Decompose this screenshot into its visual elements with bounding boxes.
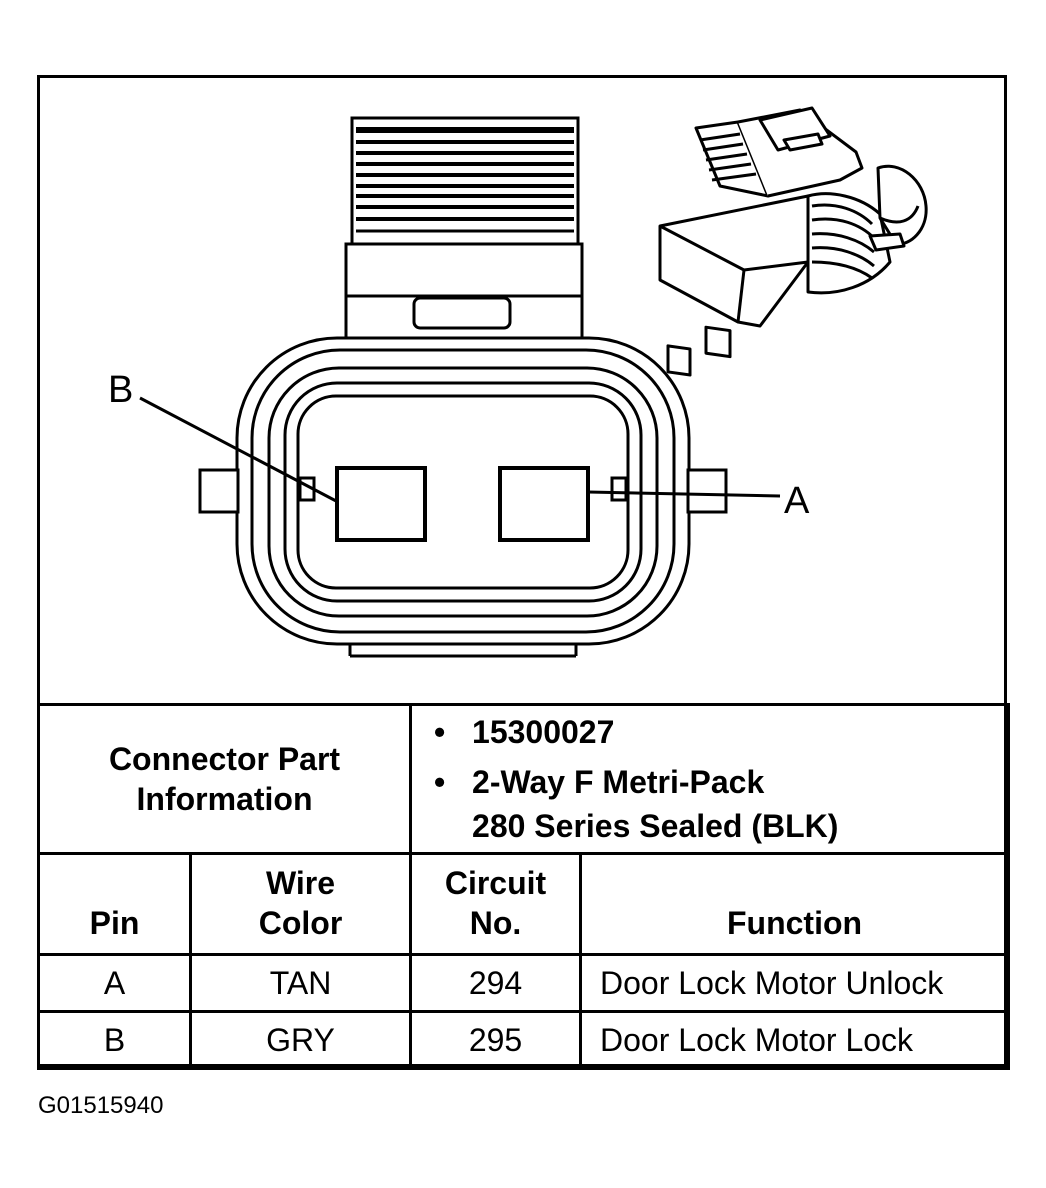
header-function: Function (579, 852, 1011, 956)
row-a-function: Door Lock Motor Unlock (579, 953, 1011, 1013)
header-wire-line1: Wire (265, 865, 336, 901)
description-line1: 2-Way F Metri-Pack (472, 764, 765, 800)
connector-info-table: Connector Part Information • 15300027 • … (36, 703, 1011, 1070)
connector-body (198, 336, 728, 658)
connector-isometric-view (658, 106, 928, 377)
connector-part-label: Connector Part Information (36, 703, 413, 855)
cavity-a (498, 466, 590, 542)
pin-label-b: B (108, 369, 133, 411)
row-b-wire-color: GRY (188, 1010, 413, 1070)
part-number: 15300027 (472, 714, 615, 750)
table-row: A TAN 294 Door Lock Motor Unlock (37, 953, 1011, 1013)
header-pin: Pin (37, 852, 192, 956)
description-item: • 2-Way F Metri-Pack (434, 760, 1007, 804)
header-circuit-no: Circuit No. (409, 852, 583, 956)
bullet: • (434, 764, 446, 800)
figure-id: G01515940 (38, 1092, 164, 1119)
part-number-item: • 15300027 (434, 710, 1007, 754)
connector-part-label-line1: Connector Part (108, 741, 341, 777)
header-wire-line2: Color (258, 905, 343, 941)
connector-part-details: • 15300027 • 2-Way F Metri-Pack 280 Seri… (409, 703, 1011, 855)
connector-part-label-line2: Information (136, 781, 313, 817)
row-a-wire-color: TAN (188, 953, 413, 1013)
table-header-row: Pin Wire Color Circuit No. Function (37, 852, 1011, 956)
table-row: B GRY 295 Door Lock Motor Lock (37, 1010, 1011, 1070)
pin-label-a: A (784, 480, 810, 522)
header-wire-color: Wire Color (188, 852, 413, 956)
leader-lines (139, 396, 781, 504)
row-a-circuit: 294 (409, 953, 583, 1013)
description-line2: 280 Series Sealed (BLK) (472, 808, 839, 844)
row-b-circuit: 295 (409, 1010, 583, 1070)
connector-part-row: Connector Part Information • 15300027 • … (36, 703, 1011, 855)
connector-drawing: B A (108, 106, 928, 658)
connector-latch (344, 116, 584, 342)
row-b-pin: B (37, 1010, 192, 1070)
row-a-pin: A (37, 953, 192, 1013)
row-b-function: Door Lock Motor Lock (579, 1010, 1011, 1070)
bullet: • (434, 714, 446, 750)
header-circuit-line2: No. (469, 905, 522, 941)
cavity-b (335, 466, 427, 542)
header-circuit-line1: Circuit (444, 865, 547, 901)
